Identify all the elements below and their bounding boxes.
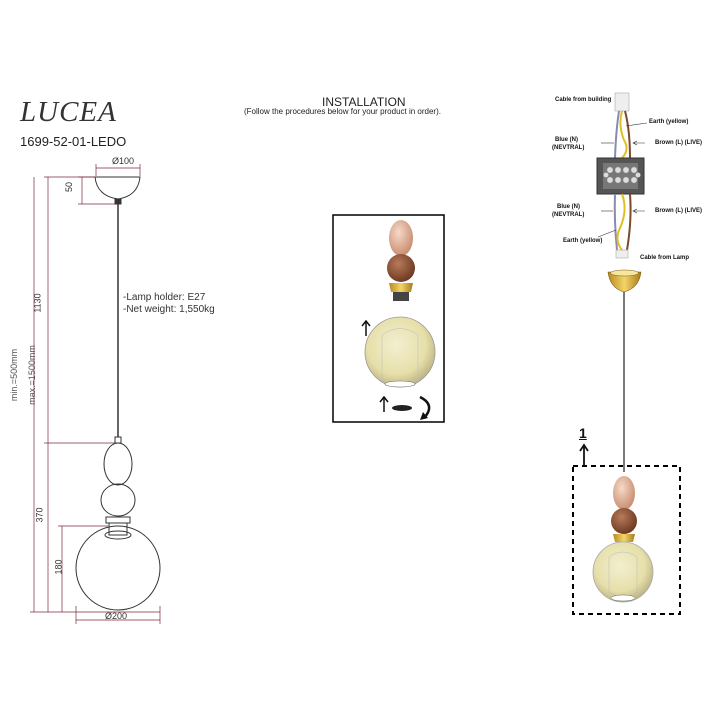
earth-wire-bottom (616, 193, 626, 251)
gold-cap (389, 283, 413, 292)
blue-top-label-1: Blue (N) (555, 137, 578, 143)
top-bead-outline (103, 442, 133, 486)
locking-ring (392, 405, 412, 411)
dimension-lines (30, 164, 161, 624)
shade-bottom-opening (384, 380, 416, 388)
blue-bottom-label-1: Blue (N) (557, 204, 580, 210)
up-arrow-icon (361, 319, 371, 336)
glass-shade (364, 316, 436, 388)
step-frame (332, 214, 445, 423)
brown-top-label: Brown (L) (LIVE) (655, 140, 702, 146)
pink-bead (389, 220, 413, 256)
gold-canopy (607, 271, 642, 293)
lamp-holder-spec: -Lamp holder: E27 (123, 292, 206, 303)
blue-wire-bottom (613, 193, 618, 251)
up-arrow-icon-2 (379, 395, 389, 412)
lamp-holder-outline (105, 516, 131, 524)
brand-name: LUCEA (20, 96, 117, 128)
terminal-screws (603, 166, 641, 184)
model-number: 1699-52-01-LEDO (20, 134, 127, 149)
blue-bottom-label-2: (NEVTRAL) (552, 212, 585, 218)
assembled-gold-cap (613, 534, 635, 542)
blue-top-label-2: (NEVTRAL) (552, 145, 585, 151)
lamp-cable (615, 249, 629, 259)
assembled-pink-bead (613, 476, 635, 510)
brown-bottom-label: Brown (L) (LIVE) (655, 208, 702, 214)
earth-top-label: Earth (yellow) (649, 119, 689, 125)
cord-grip (114, 436, 122, 444)
step-number: 1 (579, 425, 587, 441)
brown-wire-bottom (626, 193, 632, 251)
canopy-diameter-label: Ø100 (112, 156, 135, 166)
earth-wire-top (619, 110, 628, 159)
shade-diameter-label: Ø200 (105, 611, 128, 621)
assembled-lamp-highlight (572, 465, 681, 615)
canopy-outline (94, 176, 141, 200)
net-weight-spec: -Net weight: 1,550kg (123, 304, 215, 315)
blue-wire-top (614, 110, 620, 159)
canopy-cap (114, 198, 122, 205)
step-up-arrow-icon (579, 443, 589, 466)
brown-wire-top (624, 110, 631, 159)
shade-neck (104, 530, 132, 540)
cable-from-building-label: Cable from building (555, 97, 612, 103)
assembled-brown-bead (611, 508, 637, 534)
installation-step-box (332, 214, 445, 423)
earth-bottom-label: Earth (yellow) (563, 238, 603, 244)
lamp-socket (393, 292, 409, 301)
rotate-arrowhead-icon (420, 412, 428, 420)
socket-outline (108, 522, 128, 536)
installation-title: INSTALLATION (322, 95, 406, 109)
assembled-glass-shade (592, 541, 654, 603)
wiring-diagram (572, 92, 681, 615)
building-cable (614, 92, 630, 112)
installation-subtitle: (Follow the procedures below for your pr… (244, 107, 441, 116)
technical-drawing (30, 164, 161, 624)
middle-bead-outline (100, 483, 136, 517)
shade-outline (75, 525, 161, 611)
brown-bead (387, 254, 415, 282)
cable-from-lamp-label: Cable from Lamp (640, 255, 690, 261)
